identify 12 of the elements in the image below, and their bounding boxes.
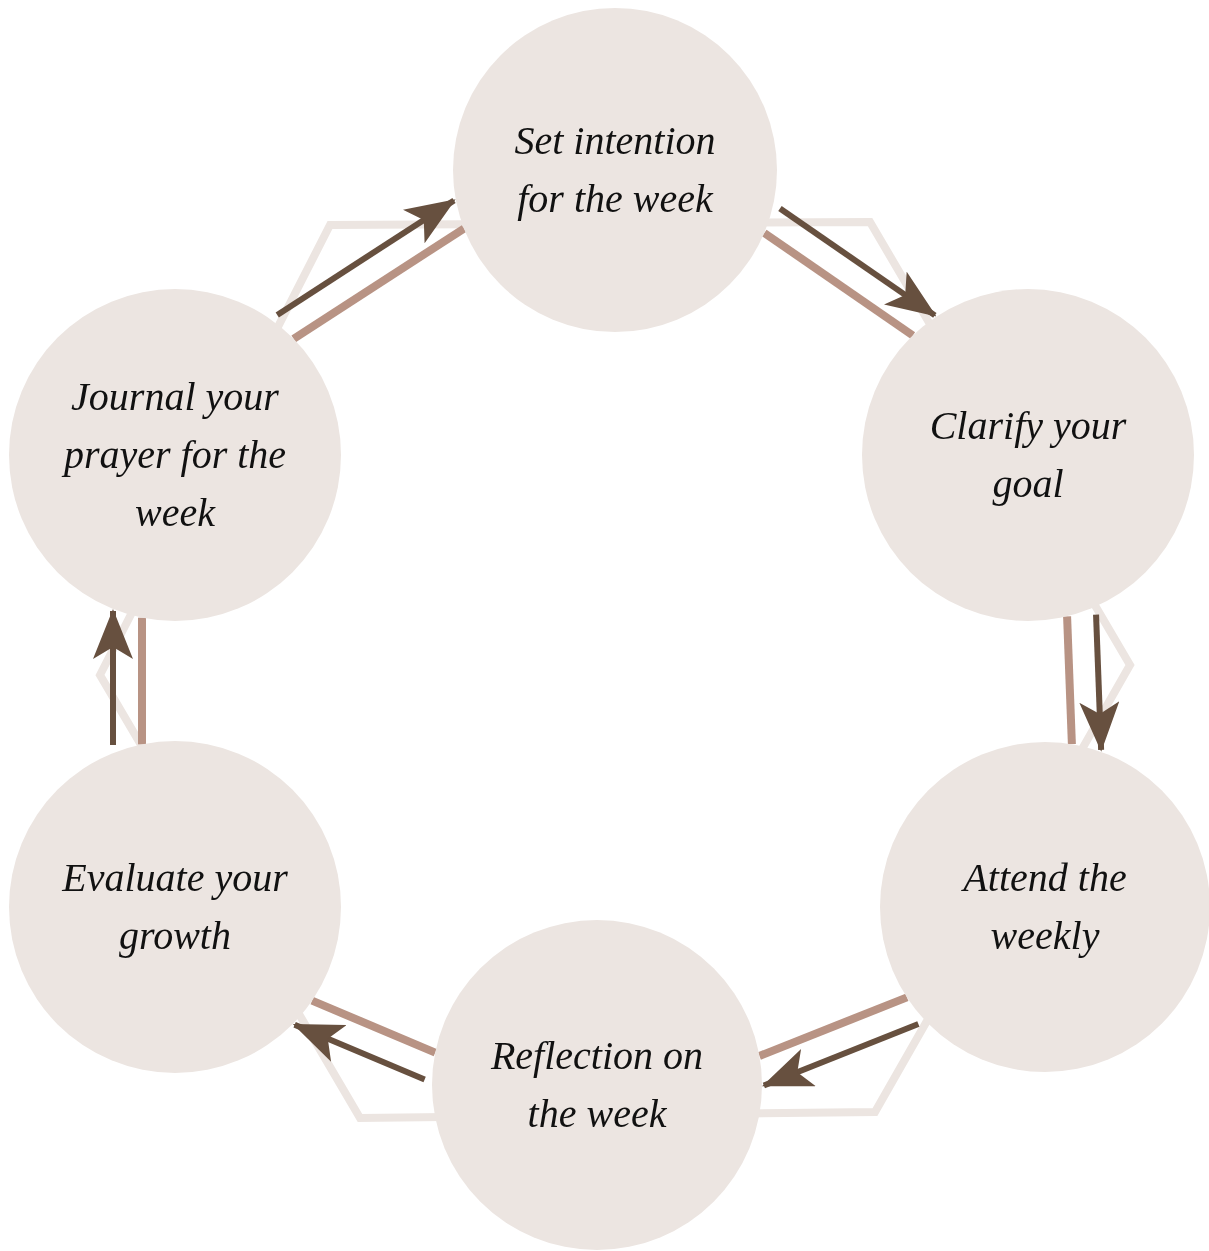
arrow [778, 206, 937, 318]
step-label: Journal your prayer for the week [60, 373, 288, 537]
arrow [762, 1021, 920, 1089]
step-label: Evaluate your growth [61, 854, 289, 960]
arrow [292, 1022, 426, 1083]
arrow [1079, 614, 1120, 752]
arrow [93, 609, 133, 745]
step-label: Set intention for the week [513, 117, 717, 223]
arrow [275, 197, 456, 318]
step-label: Attend the weekly [960, 854, 1128, 960]
step-label: Reflection on the week [489, 1032, 705, 1138]
step-label: Clarify your goal [928, 402, 1128, 508]
